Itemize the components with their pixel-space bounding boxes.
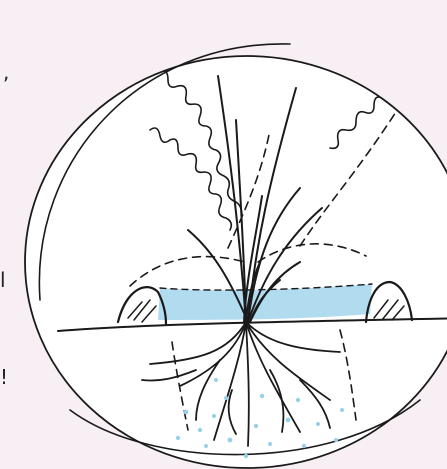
circle-frame [25,44,447,468]
